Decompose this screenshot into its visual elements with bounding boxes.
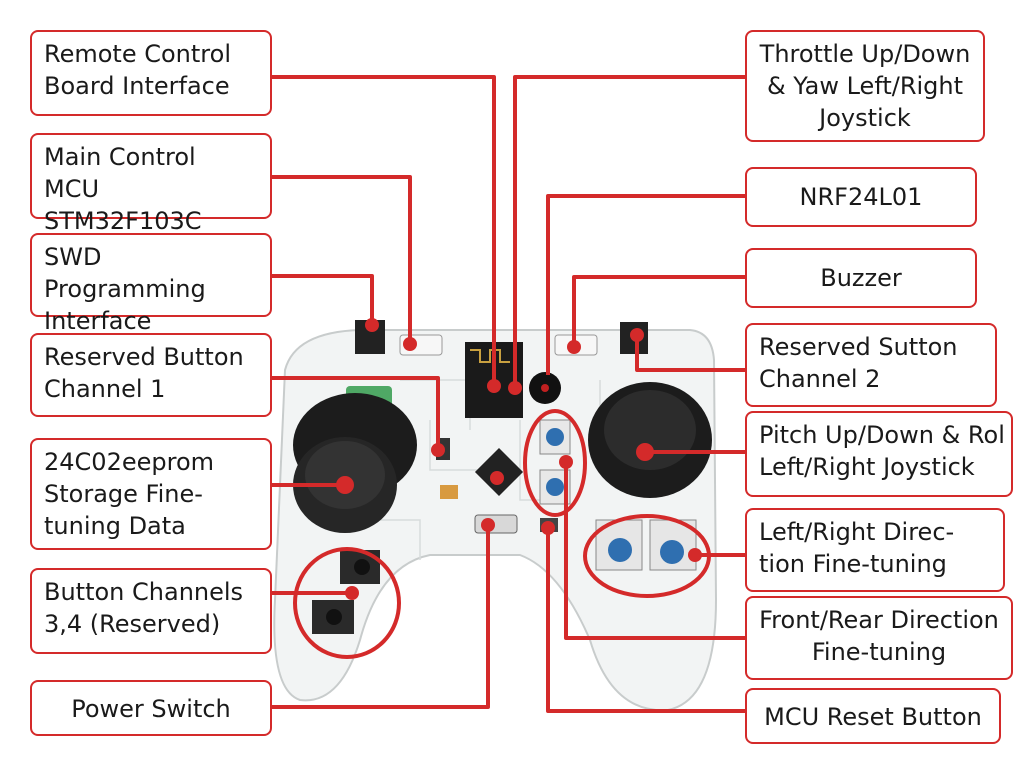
eeprom-chip xyxy=(436,438,450,460)
label-eeprom: 24C02eeprom Storage Fine- tuning Data xyxy=(30,438,272,550)
label-front-rear-fine-tuning: Front/Rear Direction Fine-tuning xyxy=(745,596,1013,680)
swd-connector xyxy=(355,320,385,354)
reserved-button-2-switch xyxy=(620,322,648,354)
label-power-switch: Power Switch xyxy=(30,680,272,736)
label-nrf24l01: NRF24L01 xyxy=(745,167,977,227)
label-buzzer: Buzzer xyxy=(745,248,977,308)
reset-button-component xyxy=(540,518,558,532)
label-main-control-mcu: Main Control MCU STM32F103C xyxy=(30,133,272,235)
label-throttle-yaw-joystick: Throttle Up/Down & Yaw Left/Right Joysti… xyxy=(745,30,985,142)
label-reserved-button-2: Reserved Sutton Channel 2 xyxy=(745,323,997,407)
remote-connector xyxy=(399,334,443,356)
right-connector xyxy=(554,334,598,356)
nrf24l01-module xyxy=(465,342,523,418)
right-joystick xyxy=(588,382,712,498)
label-button-channels-3-4: Button Channels 3,4 (Reserved) xyxy=(30,568,272,654)
label-remote-control-interface: Remote Control Board Interface xyxy=(30,30,272,116)
label-reserved-button-1: Reserved Button Channel 1 xyxy=(30,333,272,417)
label-mcu-reset-button: MCU Reset Button xyxy=(745,688,1001,744)
label-swd-programming: SWD Programming Interface xyxy=(30,233,272,335)
power-switch-component xyxy=(474,514,518,534)
label-pitch-roll-joystick: Pitch Up/Down & Rol Left/Right Joystick xyxy=(745,411,1013,497)
label-left-right-fine-tuning: Left/Right Direc- tion Fine-tuning xyxy=(745,508,1005,592)
